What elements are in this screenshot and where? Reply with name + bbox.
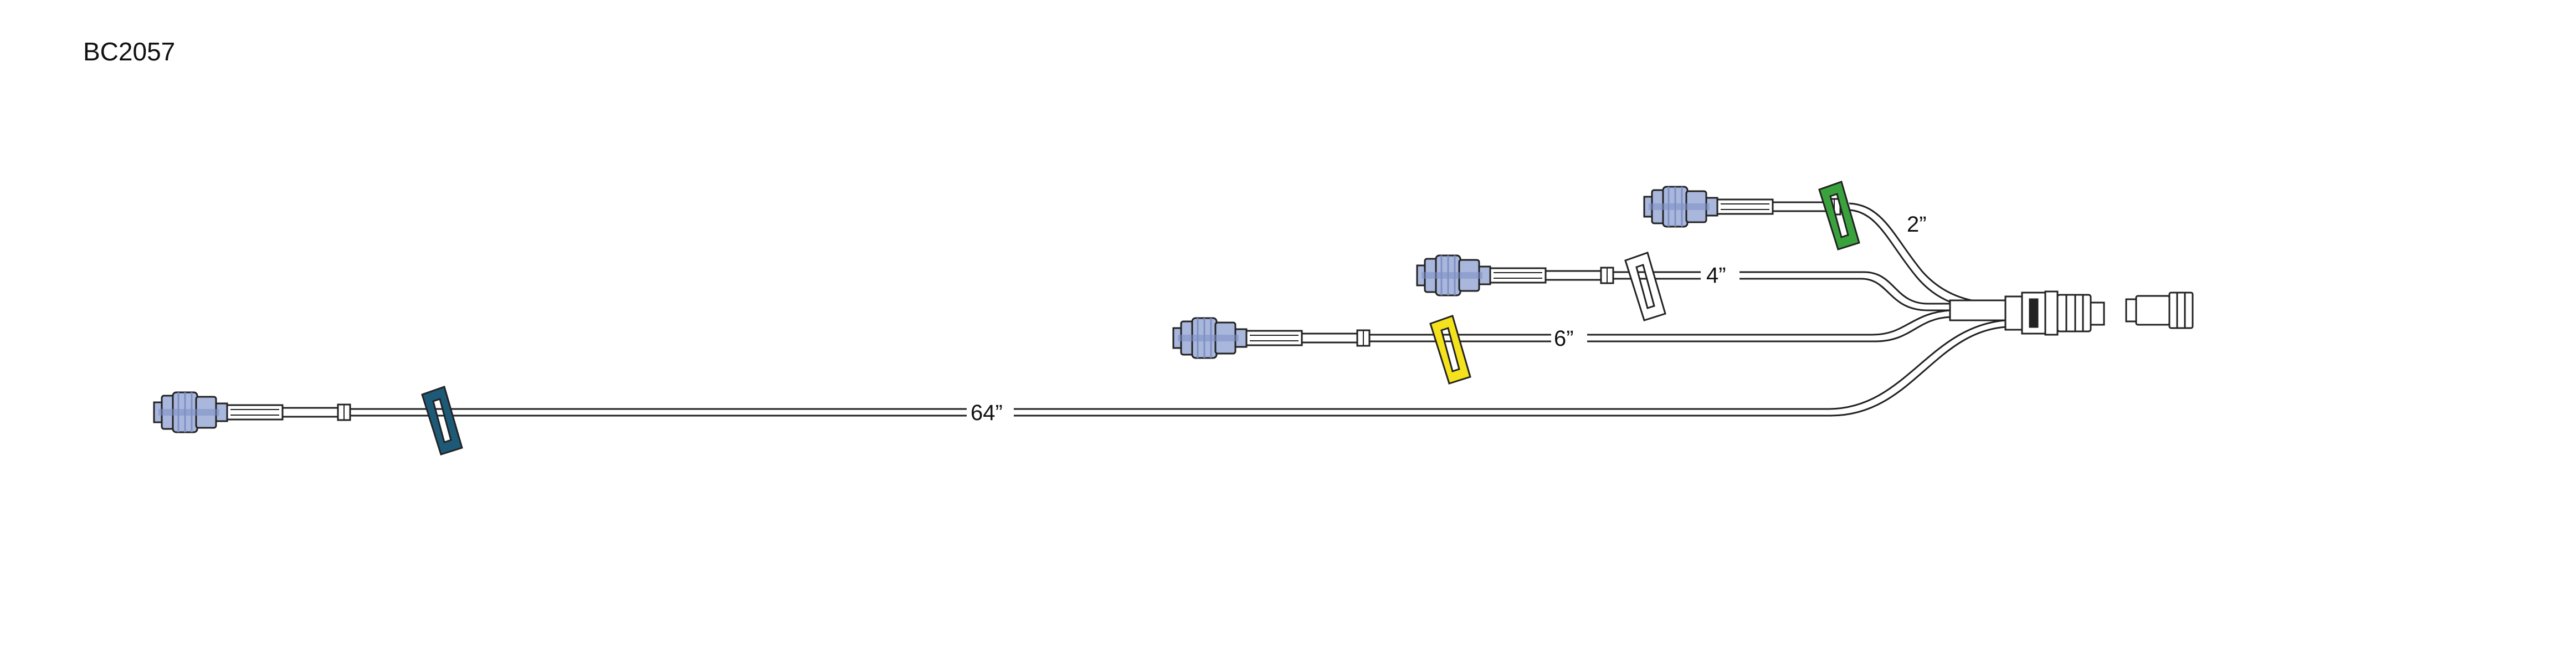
connector-line-3 <box>1172 317 1371 359</box>
tubing-lines <box>332 202 2006 417</box>
length-label-4: 64” <box>971 401 1003 425</box>
connector-line-2 <box>1416 254 1614 296</box>
protective-cap <box>2125 291 2194 329</box>
clamp-yellow <box>1429 315 1471 385</box>
product-code: BC2057 <box>83 37 176 66</box>
connector-line-4 <box>153 391 351 433</box>
connector-line-1 <box>1643 186 1841 228</box>
length-label-3: 6” <box>1554 326 1574 351</box>
clamp-white <box>1624 252 1666 321</box>
clamp-green <box>1818 181 1860 250</box>
length-label-2: 4” <box>1706 263 1726 288</box>
y-junction <box>1949 299 2007 321</box>
main-hub <box>2004 290 2105 336</box>
clamp-blue <box>421 386 463 456</box>
length-label-1: 2” <box>1907 212 1927 237</box>
